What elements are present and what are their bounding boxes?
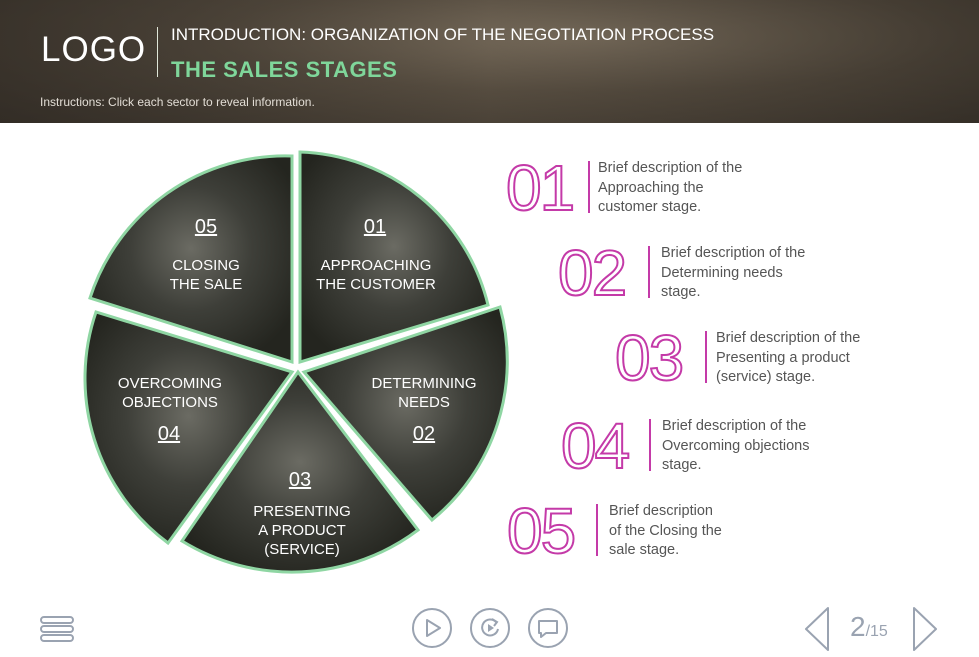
sector-04-label-1: OVERCOMING — [118, 375, 222, 392]
sector-01-number: 01 — [364, 216, 386, 238]
menu-icon — [40, 616, 74, 642]
page-total: /15 — [865, 623, 888, 640]
stage-description: Brief description of the Closing the sal… — [609, 503, 722, 558]
chevron-right-icon — [913, 607, 937, 651]
sector-05-label-2: THE SALE — [170, 276, 243, 293]
sector-03-number: 03 — [289, 469, 311, 491]
sector-02-number: 02 — [413, 423, 435, 445]
page-subtitle: INTRODUCTION: ORGANIZATION OF THE NEGOTI… — [171, 25, 715, 44]
menu-button[interactable] — [40, 615, 74, 643]
sector-05[interactable]: 05 CLOSING THE SALE — [88, 154, 294, 365]
stage-description: Brief description of the Approaching the… — [598, 160, 743, 215]
stage-divider — [596, 504, 598, 556]
replay-button[interactable] — [470, 608, 510, 648]
sales-stages-pie: 01 APPROACHING THE CUSTOMER DETERMINING … — [83, 150, 509, 574]
stage-item-02: 02 Brief description of the Determining … — [557, 237, 828, 312]
header-shade — [0, 0, 979, 123]
sector-01-label-1: APPROACHING — [321, 257, 432, 274]
sector-04[interactable]: OVERCOMING OBJECTIONS 04 — [83, 310, 295, 546]
sector-01-label-2: THE CUSTOMER — [316, 276, 436, 293]
stage-item-04: 04 Brief description of the Overcoming o… — [560, 410, 831, 485]
sector-05-number: 05 — [195, 216, 217, 238]
stage-divider — [648, 246, 650, 298]
comments-button[interactable] — [528, 608, 568, 648]
stage-number: 01 — [505, 152, 576, 224]
replay-icon — [470, 608, 510, 648]
play-icon — [412, 608, 452, 648]
sector-02-label-2: NEEDS — [398, 394, 450, 411]
next-slide-button[interactable] — [911, 606, 939, 652]
previous-slide-button[interactable] — [803, 606, 831, 652]
page-indicator: 2/15 — [850, 611, 888, 643]
sector-02[interactable]: DETERMINING NEEDS 02 — [301, 305, 509, 523]
stage-item-05: 05 Brief description of the Closing the … — [506, 495, 747, 570]
chevron-left-icon — [805, 607, 829, 651]
stage-number: 03 — [614, 322, 685, 394]
speech-bubble-icon — [528, 608, 568, 648]
stage-description: Brief description of the Overcoming obje… — [662, 418, 810, 473]
stage-divider — [649, 419, 651, 471]
stage-divider — [588, 161, 590, 213]
sector-03[interactable]: 03 PRESENTING A PRODUCT (SERVICE) — [179, 369, 421, 574]
stage-description: Brief description of the Determining nee… — [661, 245, 806, 300]
header-divider — [157, 27, 158, 77]
stage-divider — [705, 331, 707, 383]
stage-number: 04 — [560, 410, 631, 482]
sector-02-label-1: DETERMINING — [372, 375, 477, 392]
page-current: 2 — [850, 611, 866, 642]
instructions: Instructions: Click each sector to revea… — [40, 95, 315, 109]
sector-05-label-1: CLOSING — [172, 257, 240, 274]
header-banner: LOGO INTRODUCTION: ORGANIZATION OF THE N… — [0, 0, 979, 123]
sector-01[interactable]: 01 APPROACHING THE CUSTOMER — [298, 150, 490, 365]
page-title: THE SALES STAGES — [171, 57, 398, 82]
play-button[interactable] — [412, 608, 452, 648]
sector-04-number: 04 — [158, 423, 180, 445]
sector-03-label-2: A PRODUCT — [258, 522, 346, 539]
sector-04-label-2: OBJECTIONS — [122, 394, 218, 411]
stage-number: 02 — [557, 237, 628, 309]
stage-number: 05 — [506, 495, 577, 567]
stage-description: Brief description of the Presenting a pr… — [716, 330, 861, 385]
logo: LOGO — [41, 30, 147, 69]
stage-item-01: 01 Brief description of the Approaching … — [505, 152, 766, 227]
stage-item-03: 03 Brief description of the Presenting a… — [614, 322, 885, 397]
sector-03-label-1: PRESENTING — [253, 503, 351, 520]
sector-03-label-3: (SERVICE) — [264, 541, 340, 558]
